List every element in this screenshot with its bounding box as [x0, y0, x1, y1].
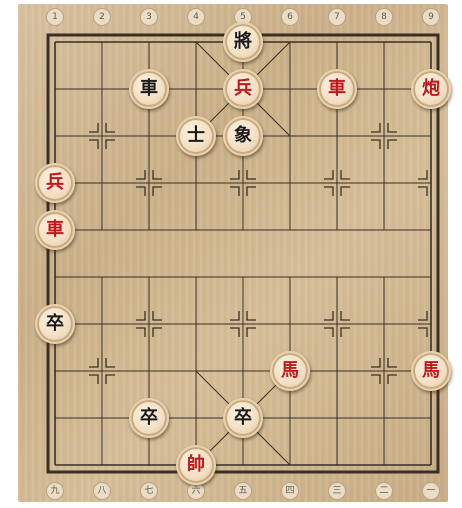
file-numeral-label: 七	[140, 482, 158, 500]
piece-black-chariot[interactable]: 車	[129, 69, 169, 109]
piece-black-pawn-1[interactable]: 卒	[129, 398, 169, 438]
file-numeral-label: 九	[46, 482, 64, 500]
position-marker	[371, 123, 380, 132]
position-marker	[341, 187, 350, 196]
position-marker	[247, 170, 256, 179]
file-number-label: 8	[375, 8, 393, 26]
position-marker	[153, 311, 162, 320]
piece-red-general[interactable]: 帥	[176, 445, 216, 485]
position-marker	[418, 170, 427, 179]
file-number-label: 9	[422, 8, 440, 26]
piece-red-cannon[interactable]: 炮	[411, 69, 451, 109]
piece-black-pawn-left[interactable]: 卒	[35, 304, 75, 344]
position-marker	[230, 328, 239, 337]
file-number-label: 6	[281, 8, 299, 26]
position-marker	[230, 187, 239, 196]
piece-red-soldier-top[interactable]: 兵	[223, 69, 263, 109]
position-marker	[371, 375, 380, 384]
position-marker	[230, 170, 239, 179]
position-marker	[89, 140, 98, 149]
position-marker	[341, 311, 350, 320]
position-marker	[89, 123, 98, 132]
position-marker	[324, 187, 333, 196]
position-marker	[341, 328, 350, 337]
position-marker	[136, 311, 145, 320]
file-number-label: 7	[328, 8, 346, 26]
position-marker	[324, 311, 333, 320]
file-numeral-label: 八	[93, 482, 111, 500]
position-marker	[388, 358, 397, 367]
file-number-label: 1	[46, 8, 64, 26]
piece-black-elephant[interactable]: 象	[223, 116, 263, 156]
position-marker	[418, 311, 427, 320]
position-marker	[106, 358, 115, 367]
position-marker	[136, 328, 145, 337]
file-numeral-label: 五	[234, 482, 252, 500]
position-marker	[418, 187, 427, 196]
file-numeral-label: 一	[422, 482, 440, 500]
piece-red-horse-right[interactable]: 馬	[411, 351, 451, 391]
piece-red-chariot-left[interactable]: 車	[35, 210, 75, 250]
position-marker	[247, 328, 256, 337]
position-marker	[324, 170, 333, 179]
piece-red-soldier-left[interactable]: 兵	[35, 163, 75, 203]
position-marker	[371, 358, 380, 367]
position-marker	[106, 123, 115, 132]
position-marker	[341, 170, 350, 179]
file-number-label: 2	[93, 8, 111, 26]
piece-black-pawn-2[interactable]: 卒	[223, 398, 263, 438]
position-marker	[153, 328, 162, 337]
file-numeral-label: 二	[375, 482, 393, 500]
position-marker	[247, 311, 256, 320]
position-marker	[106, 375, 115, 384]
position-marker	[418, 328, 427, 337]
position-marker	[136, 170, 145, 179]
position-marker	[388, 123, 397, 132]
position-marker	[247, 187, 256, 196]
piece-black-general[interactable]: 將	[223, 22, 263, 62]
position-marker	[388, 140, 397, 149]
position-marker	[230, 311, 239, 320]
position-marker	[371, 140, 380, 149]
file-numeral-label: 四	[281, 482, 299, 500]
position-marker	[89, 375, 98, 384]
piece-red-chariot-top[interactable]: 車	[317, 69, 357, 109]
position-marker	[388, 375, 397, 384]
position-marker	[153, 170, 162, 179]
position-marker	[324, 328, 333, 337]
piece-red-horse-middle[interactable]: 馬	[270, 351, 310, 391]
position-marker	[153, 187, 162, 196]
file-number-label: 3	[140, 8, 158, 26]
position-marker	[136, 187, 145, 196]
piece-black-advisor[interactable]: 士	[176, 116, 216, 156]
file-number-label: 4	[187, 8, 205, 26]
position-marker	[89, 358, 98, 367]
position-marker	[106, 140, 115, 149]
file-numeral-label: 三	[328, 482, 346, 500]
